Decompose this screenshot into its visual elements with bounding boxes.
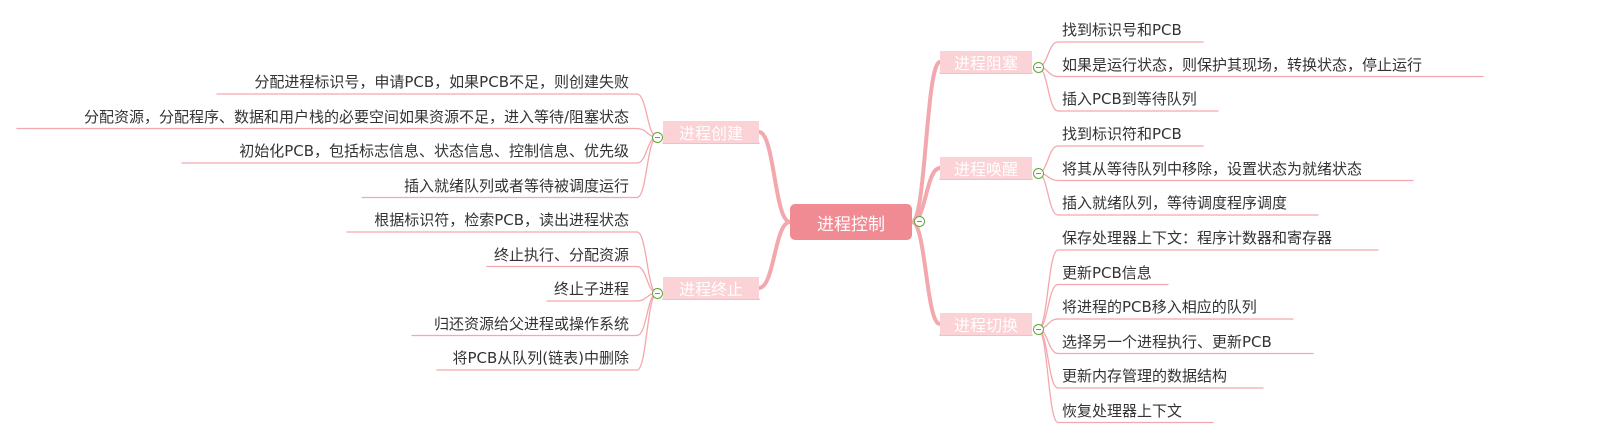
connector-line [636,292,658,371]
leaf-node[interactable]: 根据标识符，检索PCB，读出进程状态 [374,211,629,229]
connector-line [636,231,658,294]
leaf-node[interactable]: 保存处理器上下文：程序计数器和寄存器 [1062,229,1333,247]
leaf-node[interactable]: 将进程的PCB移入相应的队列 [1062,298,1257,316]
leaf-node[interactable]: 终止执行、分配资源 [493,245,629,264]
connector-line [757,130,792,224]
collapse-icon[interactable] [1032,167,1044,179]
root-node[interactable]: 进程控制 [790,204,912,240]
leaf-node[interactable]: 插入PCB到等待队列 [1062,90,1197,108]
connector-line [1037,66,1059,112]
leaf-node[interactable]: 将其从等待队列中移除，设置状态为就绪状态 [1062,159,1363,178]
branch-node[interactable]: 进程唤醒 [940,157,1032,179]
connector-line [1037,249,1059,330]
connector-line [757,220,792,290]
leaf-node[interactable]: 选择另一个进程执行、更新PCB [1062,332,1272,351]
leaf-node[interactable]: 找到标识符和PCB [1062,125,1182,143]
leaf-node[interactable]: 找到标识号和PCB [1062,21,1182,39]
leaf-node[interactable]: 将PCB从队列(链表)中删除 [452,349,629,367]
leaf-node[interactable]: 恢复处理器上下文 [1062,401,1183,420]
leaf-node[interactable]: 初始化PCB，包括标志信息、状态信息、控制信息、优先级 [239,142,629,160]
collapse-icon[interactable] [914,216,925,227]
leaf-node[interactable]: 插入就绪队列，等待调度程序调度 [1062,194,1288,212]
connector-line [636,136,658,199]
branch-node[interactable]: 进程终止 [663,277,759,299]
collapse-icon[interactable] [651,131,663,143]
leaf-node[interactable]: 插入就绪队列或者等待被调度运行 [403,176,629,195]
connector-line [910,60,942,224]
leaf-node[interactable]: 更新PCB信息 [1062,263,1152,282]
connector-line [1037,328,1059,424]
connector-line [910,220,942,326]
leaf-node[interactable]: 更新内存管理的数据结构 [1062,367,1228,385]
branch-node[interactable]: 进程阻塞 [940,51,1032,73]
leaf-node[interactable]: 如果是运行状态，则保护其现场，转换状态，停止运行 [1062,55,1423,74]
collapse-icon[interactable] [651,287,663,299]
collapse-icon[interactable] [1032,61,1044,73]
branch-node[interactable]: 进程切换 [940,313,1032,335]
leaf-node[interactable]: 归还资源给父进程或操作系统 [433,314,629,333]
collapse-icon[interactable] [1032,323,1044,335]
leaf-node[interactable]: 分配进程标识号，申请PCB，如果PCB不足，则创建失败 [254,73,629,91]
connector-line [636,93,658,138]
leaf-node[interactable]: 分配资源，分配程序、数据和用户栈的必要空间如果资源不足，进入等待/阻塞状态 [83,107,629,126]
branch-node[interactable]: 进程创建 [663,121,759,143]
connector-line [1037,172,1059,216]
leaf-node[interactable]: 终止子进程 [553,280,629,298]
